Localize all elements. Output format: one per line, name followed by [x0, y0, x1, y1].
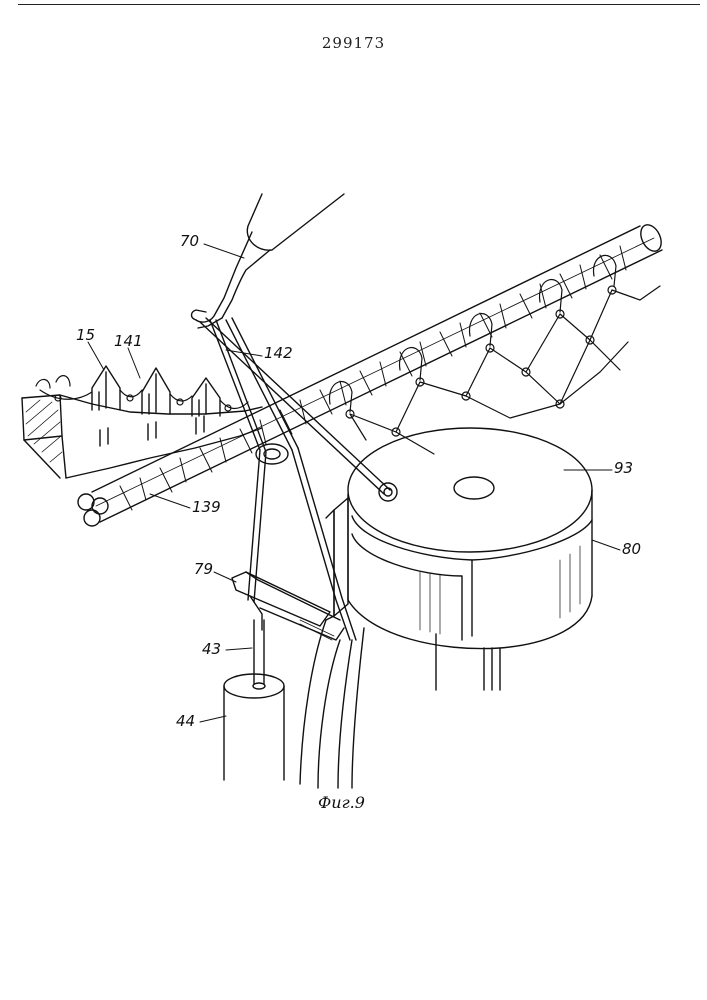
label-44: 44 [176, 712, 195, 730]
wire-frame [200, 318, 397, 640]
figure-labels: 70 15 141 142 93 139 80 79 43 44 Фиг.9 [76, 232, 641, 812]
figure-caption: Фиг.9 [318, 793, 365, 812]
label-70: 70 [180, 232, 199, 250]
twisted-rod [78, 221, 665, 526]
label-80: 80 [622, 540, 641, 558]
label-141: 141 [114, 332, 143, 350]
label-15: 15 [76, 326, 95, 344]
label-79: 79 [194, 560, 213, 578]
net-mesh [330, 255, 660, 454]
label-142: 142 [264, 344, 293, 362]
label-43: 43 [202, 640, 221, 658]
label-93: 93 [614, 459, 633, 477]
tool-70 [192, 194, 345, 328]
label-139: 139 [192, 498, 221, 516]
lower-arms [300, 620, 364, 788]
post-43-44 [224, 620, 284, 780]
